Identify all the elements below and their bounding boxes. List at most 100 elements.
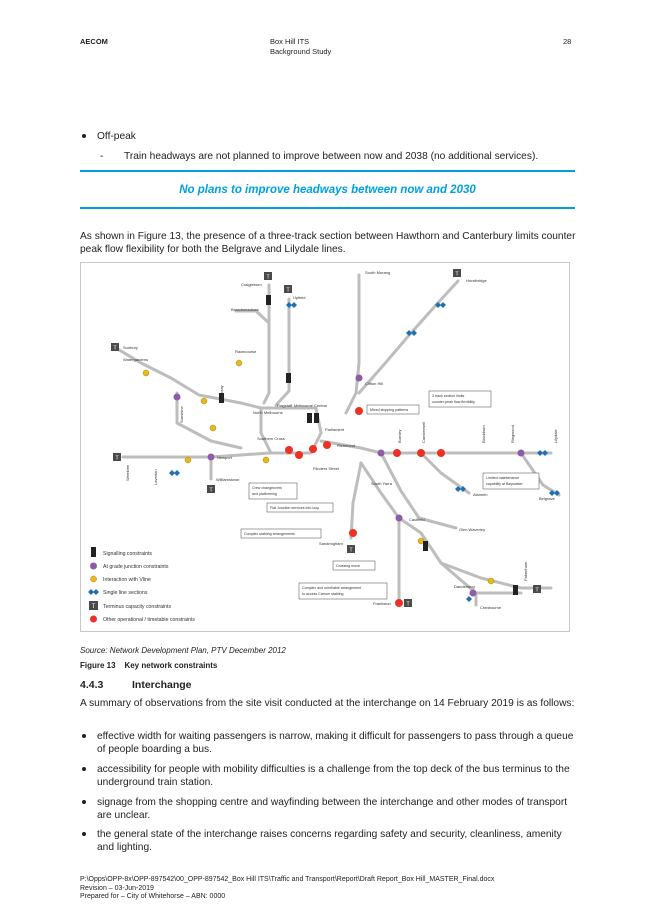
header-company: AECOM [80, 37, 108, 46]
single-line-icon [286, 302, 297, 308]
footer-revision: Revision – 03-Jun-2019 [80, 884, 154, 892]
signal-icon [266, 295, 271, 305]
note-crew-line1: Crew changeovers [252, 486, 282, 490]
terminus-icon [264, 272, 272, 280]
note-mixed-stopping-box [366, 404, 420, 415]
single-line-icon [169, 470, 180, 476]
station-laverton: Laverton [153, 469, 158, 485]
constraint-notes: 3 track section limits counter-peak flow… [240, 390, 540, 600]
signal-icon [423, 541, 428, 551]
legend-vline-icon [90, 575, 97, 583]
red-dot [285, 446, 293, 454]
operational-constraint-dots [285, 407, 445, 607]
network-map-figure: T T T T T T T T T C [80, 262, 570, 632]
line-city-loop [259, 406, 323, 455]
station-richmond: Richmond [337, 443, 355, 448]
terminus-badge-text: T [115, 456, 119, 462]
station-cranbourne: Cranbourne [480, 605, 502, 610]
legend-single-line: Single line sections [103, 590, 148, 596]
single-line-icon [466, 596, 472, 602]
bullet-dot [82, 832, 86, 836]
line-east-main [319, 439, 553, 455]
red-dot [355, 407, 363, 415]
single-line-icon [435, 302, 446, 308]
note-carrum-line1: Complex and unreliable arrangement [302, 586, 361, 590]
terminus-badge-text: T [406, 602, 410, 608]
red-dot [393, 449, 401, 457]
note-flat-junction: Flat Junction services into loop [270, 506, 319, 510]
line-sandringham [349, 461, 363, 540]
station-craigieburn: Craigieburn [241, 282, 262, 287]
station-clifton-hill: Clifton Hill [365, 381, 383, 386]
legend-vline: Interaction with Vline [103, 577, 151, 583]
bullet-dot [82, 767, 86, 771]
station-upfield: Upfield [293, 295, 305, 300]
vline-icon [262, 456, 270, 464]
station-werribee: Werribee [125, 464, 130, 481]
terminus-icon [284, 285, 292, 293]
vline-icon [209, 424, 217, 432]
note-mixed-stopping: Mixed stopping patterns [370, 408, 408, 412]
page-number: 28 [563, 37, 572, 46]
junction-icon [173, 393, 181, 401]
station-sunshine: Sunshine [179, 406, 184, 423]
station-melbourne-central: Melbourne Central [294, 403, 327, 408]
note-flat-junction-box [266, 502, 334, 513]
terminus-badge-text: T [209, 488, 213, 494]
network-map: T T T T T T T T T C [88, 269, 561, 623]
legend-signal-icon [91, 547, 96, 557]
legend-operational-icon [90, 615, 97, 623]
red-dot [395, 599, 403, 607]
station-flagstaff: Flagstaff [277, 403, 293, 408]
station-pakenham: Pakenham [523, 561, 528, 581]
terminus-icon [533, 585, 541, 593]
station-watergardens: Watergardens [123, 357, 148, 362]
station-ringwood: Ringwood [510, 425, 515, 443]
station-williamstown: Williamstown [216, 477, 239, 482]
terminus-badge-text: T [455, 272, 459, 278]
line-hurstbridge [357, 279, 460, 395]
section-title: Interchange [132, 679, 192, 691]
signal-icon [219, 393, 224, 403]
grade-junction-markers [173, 374, 525, 597]
note-three-track-line2: counter-peak flow flexibility [432, 400, 475, 404]
legend-single-line-icon [88, 589, 99, 595]
header-title-line2: Background Study [270, 47, 332, 56]
bullet-dot [82, 734, 86, 738]
station-caulfield: Caulfield [409, 517, 425, 522]
vline-icon [184, 456, 192, 464]
legend-junction-icon [90, 562, 97, 570]
footer-prepared: Prepared for – City of Whitehorse – ABN:… [80, 893, 226, 901]
figure-caption: Figure 13 Key network constraints [80, 661, 218, 670]
red-dot [437, 449, 445, 457]
callout-bottom-rule [80, 207, 575, 209]
note-complex-stabling-box [240, 528, 322, 539]
line-alamein [419, 451, 471, 495]
header-title-line1: Box Hill ITS [270, 37, 310, 46]
header-title: Box Hill ITS Background Study [270, 37, 331, 57]
map-legend: Signalling constraints At grade junction… [88, 547, 195, 623]
line-sunshine-loop [175, 391, 243, 450]
signal-icon [314, 413, 319, 423]
line-broadmeadows-branch [234, 309, 271, 325]
terminus-badge-text: T [535, 588, 539, 594]
station-burnley: Burnley [397, 429, 402, 443]
note-three-track-box [428, 390, 492, 408]
offpeak-bullet: Off-peak [97, 131, 136, 142]
station-lilydale: Lilydale [553, 429, 558, 443]
vline-icon [142, 369, 150, 377]
junction-icon [469, 589, 477, 597]
note-carrum-box [298, 582, 388, 600]
vline-icon [235, 359, 243, 367]
offpeak-sub-item: Train headways are not planned to improv… [124, 151, 539, 162]
station-sunbury: Sunbury [123, 345, 138, 350]
callout-top-rule [80, 170, 575, 172]
station-belgrave: Belgrave [539, 496, 556, 501]
terminus-icon [404, 599, 412, 607]
station-hurstbridge: Hurstbridge [466, 278, 487, 283]
note-carrum-line2: to access Carrum stabling [302, 592, 344, 596]
footer-path: P:\Opps\OPP-8x\OPP-897542\00_OPP-897542_… [80, 876, 495, 883]
terminus-badges: T T T T T T T T T [111, 269, 541, 608]
figure-source: Source: Network Development Plan, PTV De… [80, 646, 286, 655]
station-southern-cross: Southern Cross [257, 436, 285, 441]
